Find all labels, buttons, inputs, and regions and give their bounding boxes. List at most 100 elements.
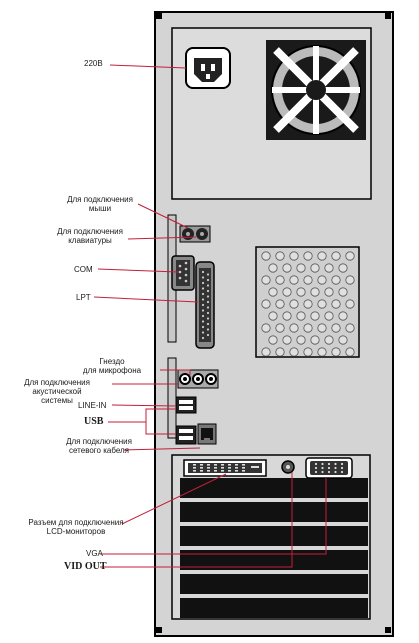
vent-hole	[324, 287, 334, 297]
network-port-icon	[197, 423, 217, 445]
vga-pin	[321, 462, 324, 466]
vent-hole	[317, 251, 327, 261]
vent-hole	[345, 347, 355, 357]
vent-hole	[275, 347, 285, 357]
leader-line-vga	[100, 478, 327, 555]
lpt-pin	[201, 281, 205, 285]
vent-hole	[324, 263, 334, 273]
vent-hole	[289, 251, 299, 261]
lpt-label: LPT	[76, 293, 91, 302]
lpt-pin	[206, 278, 210, 282]
vent-hole	[324, 335, 334, 345]
vga-pin	[334, 462, 337, 466]
microphone-label-line-2: для микрофона	[82, 366, 142, 375]
vent-hole	[296, 335, 306, 345]
lcd-label-line-2: LCD-мониторов	[46, 527, 106, 536]
vent-hole	[331, 299, 341, 309]
line-in-label: LINE-IN	[78, 401, 107, 410]
leader-line-keyboard	[127, 236, 197, 240]
vent-grille	[255, 246, 360, 358]
vga-pin	[327, 462, 331, 466]
lpt-pin	[206, 300, 210, 304]
lpt-pin	[201, 298, 205, 301]
dvi-pin	[207, 467, 210, 469]
lpt-pin	[201, 292, 205, 296]
dvi-pin	[214, 467, 217, 469]
vga-pin	[340, 470, 344, 474]
vent-hole	[310, 311, 320, 321]
vent-hole	[331, 275, 341, 285]
vent-hole	[289, 347, 299, 357]
dvi-pin	[228, 464, 231, 466]
lcd-label: Разъем для подключения LCD-мониторов	[22, 518, 130, 536]
slot-gap	[180, 594, 368, 598]
vent-hole	[317, 275, 327, 285]
dvi-pin	[228, 467, 231, 469]
vent-hole	[268, 311, 278, 321]
svideo-connector-icon	[281, 460, 295, 474]
dvi-pin	[193, 467, 196, 469]
vent-hole	[317, 299, 327, 309]
dvi-pin	[200, 464, 203, 466]
dvi-connector-icon	[183, 459, 267, 477]
vent-hole	[338, 335, 348, 345]
vent-hole	[310, 287, 320, 297]
vent-hole	[261, 347, 271, 357]
slot-cover	[180, 502, 368, 522]
mouse-label-line-1: Для подключения	[67, 195, 133, 204]
vga-label: VGA	[86, 549, 103, 558]
usb-ports	[175, 396, 197, 445]
vga-pin	[314, 470, 318, 474]
vent-hole	[282, 335, 292, 345]
slot-cover	[180, 550, 368, 570]
vent-hole	[303, 275, 313, 285]
slot-gap	[180, 498, 368, 502]
vid-out-label: VID OUT	[64, 561, 107, 572]
vent-hole	[261, 323, 271, 333]
slot-cover	[180, 574, 368, 594]
dvi-pin	[235, 470, 238, 472]
lpt-pin	[206, 317, 210, 320]
vent-hole	[317, 347, 327, 357]
speakers-label: Для подключения акустической системы	[4, 378, 110, 405]
leader-line-microphone	[160, 369, 191, 375]
microphone-label: Гнездо для микрофона	[64, 357, 160, 375]
dvi-pin	[207, 464, 210, 466]
slot-gap	[180, 546, 368, 550]
lpt-pin	[206, 322, 210, 326]
fan-grille-icon	[266, 40, 366, 140]
dvi-pin	[207, 470, 210, 472]
lpt-pin	[206, 306, 210, 309]
vga-connector-icon	[305, 457, 353, 479]
lpt-pin	[201, 276, 205, 279]
speakers-label-line-2: акустической	[32, 387, 82, 396]
mouse-label: Для подключения мыши	[50, 195, 150, 213]
case-corner-screw	[385, 13, 391, 19]
dvi-pin	[221, 470, 224, 472]
case-corner-screw	[156, 13, 162, 19]
vga-pin	[334, 470, 337, 474]
power-label: 220В	[84, 59, 103, 68]
keyboard-label-line-2: клавиатуры	[68, 236, 112, 245]
leader-line-vid-out	[100, 472, 293, 568]
keyboard-label: Для подключения клавиатуры	[40, 227, 140, 245]
dvi-pin	[221, 467, 224, 469]
lpt-pin	[201, 325, 205, 329]
dvi-pin	[242, 470, 245, 472]
dvi-pin	[228, 470, 231, 472]
vent-hole	[338, 287, 348, 297]
vga-pin	[321, 466, 324, 470]
vent-hole	[303, 251, 313, 261]
vent-hole	[275, 251, 285, 261]
vent-hole	[331, 323, 341, 333]
network-label-line-2: сетевого кабеля	[68, 446, 130, 455]
vga-pin	[314, 462, 318, 466]
vent-hole	[275, 323, 285, 333]
vent-hole	[282, 287, 292, 297]
slot-cover	[180, 598, 368, 618]
vent-hole	[345, 251, 355, 261]
vent-hole	[331, 251, 341, 261]
vent-hole	[261, 251, 271, 261]
vent-hole	[282, 263, 292, 273]
